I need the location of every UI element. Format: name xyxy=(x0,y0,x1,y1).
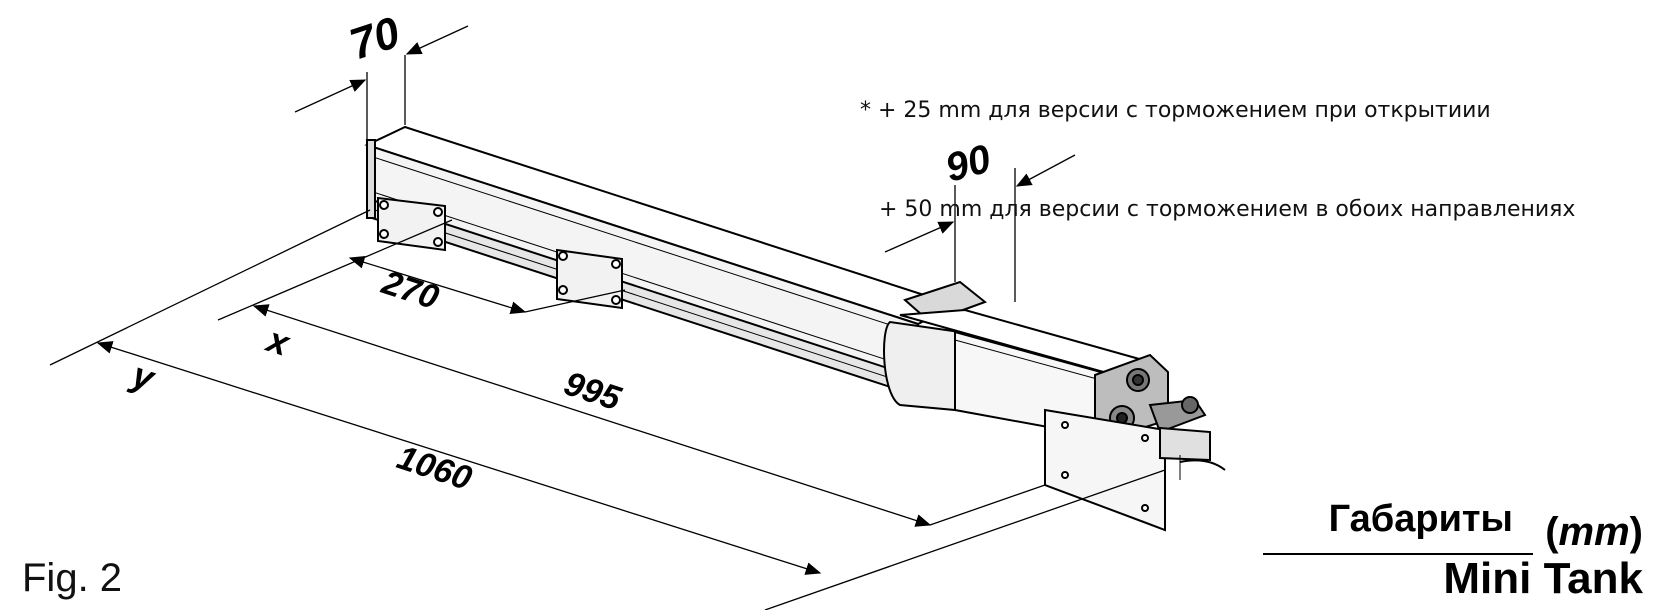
title-unit-close: ) xyxy=(1629,510,1643,554)
extension-line-base-right xyxy=(764,469,1166,610)
mounting-plate-left xyxy=(377,196,446,252)
dimension-270: 270 xyxy=(377,263,444,317)
note-opening-brake: * + 25 mm для версии с торможением при о… xyxy=(860,98,1491,123)
title-rule xyxy=(1263,553,1533,555)
rear-bracket xyxy=(1044,408,1226,532)
extension-line-base-mid xyxy=(217,219,453,321)
title-unit-open: ( xyxy=(1545,510,1559,554)
note-both-directions-brake: + 50 mm для версии с торможением в обоих… xyxy=(879,197,1576,222)
extension-line-995 xyxy=(929,484,1046,526)
dimension-lines xyxy=(49,25,1166,610)
dimension-1060: 1060 xyxy=(393,438,477,498)
dimension-y: y xyxy=(126,353,161,399)
dimension-arrow-90-right xyxy=(1015,154,1076,187)
dimension-arrow-70-right xyxy=(405,25,469,55)
dimension-x: x xyxy=(261,318,296,364)
mounting-plate-center xyxy=(556,248,623,310)
brake-version-notes: * + 25 mm для версии с торможением при о… xyxy=(860,28,1575,259)
title-unit: (mm) xyxy=(1545,510,1643,555)
title-main: Габариты xyxy=(1328,498,1513,540)
title-unit-text: mm xyxy=(1558,510,1630,554)
extension-line-base-left xyxy=(49,209,371,366)
figure-label: Fig. 2 xyxy=(22,556,123,600)
dimension-arrow-90-left xyxy=(884,221,955,253)
dimension-arrow-70-left xyxy=(294,79,367,113)
title-block: Габариты (mm) Mini Tank xyxy=(1263,498,1643,608)
dimension-70: 70 xyxy=(344,8,406,70)
dimension-arrow-1060 xyxy=(96,341,822,575)
dimension-995: 995 xyxy=(560,364,627,418)
model-name: Mini Tank xyxy=(1443,554,1643,603)
dimension-arrow-270 xyxy=(348,256,527,314)
